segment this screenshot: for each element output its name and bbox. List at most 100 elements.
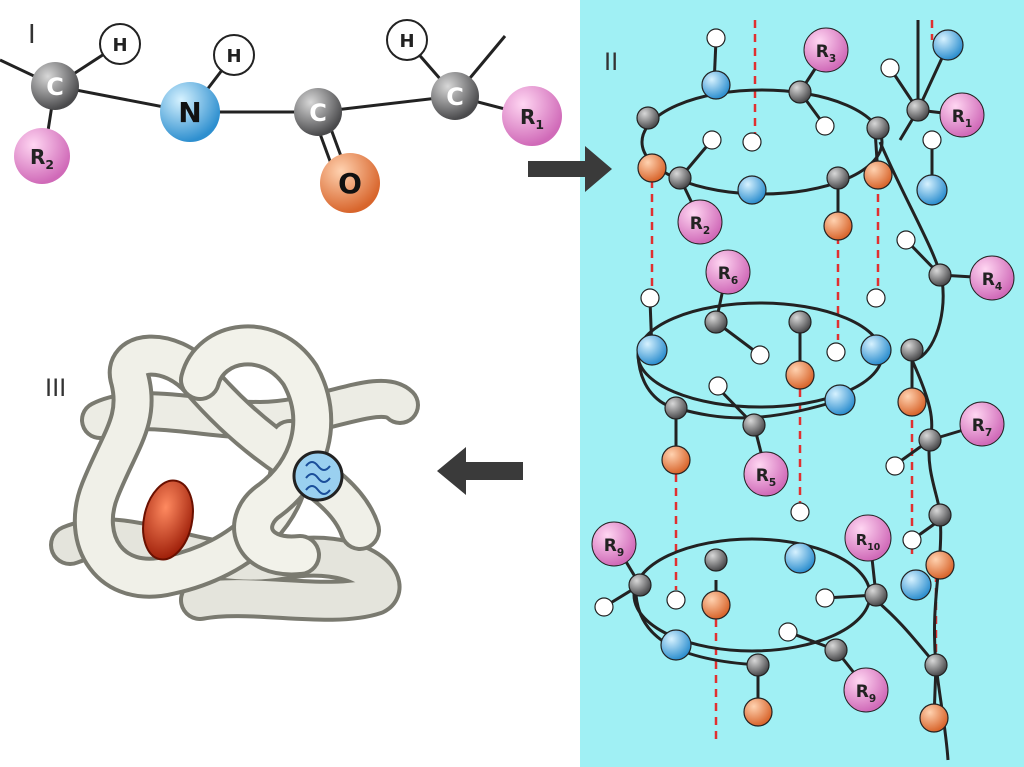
helix-residue-r9-left [591, 521, 637, 567]
primary-hydrogen-atom-2 [213, 34, 255, 76]
primary-hydrogen-label-2: H [226, 46, 241, 67]
helix-oxygen-atom [919, 703, 949, 733]
helix-nitrogen-atom [824, 384, 856, 416]
helix-residue-r10 [844, 514, 892, 562]
helix-residue-r5 [743, 451, 789, 497]
helix-segment-magnifier-icon [292, 450, 344, 502]
primary-hydrogen-label-1: H [112, 35, 127, 56]
helix-carbon-atom [906, 98, 930, 122]
helix-hydrogen-atom [815, 116, 835, 136]
helix-segment-detail-icon [305, 461, 331, 495]
primary-carbon-atom-2 [294, 88, 342, 136]
helix-residue-r1 [939, 92, 985, 138]
helix-carbon-atom [826, 166, 850, 190]
helix-hydrogen-atom [742, 132, 762, 152]
helix-carbon-atom [924, 653, 948, 677]
helix-carbon-atom [636, 106, 660, 130]
primary-nitrogen-atom [160, 82, 220, 142]
helix-nitrogen-atom [900, 569, 932, 601]
tertiary-tube [49, 324, 420, 622]
helix-nitrogen-atom [701, 70, 731, 100]
helix-oxygen-atom [785, 360, 815, 390]
primary-hydrogen-atom-3 [386, 19, 428, 61]
helix-hydrogen-atom [922, 130, 942, 150]
helix-hydrogen-atom [866, 288, 886, 308]
helix-oxygen-atom [925, 550, 955, 580]
primary-hydrogen-label-3: H [399, 31, 414, 52]
helix-nitrogen-atom [784, 542, 816, 574]
helix-carbon-atom [928, 263, 952, 287]
helix-hydrogen-atom [706, 28, 726, 48]
helix-nitrogen-atom [860, 334, 892, 366]
primary-atoms: C H R2 N H C O C H R1 [14, 19, 562, 213]
helix-nitrogen-atom [932, 29, 964, 61]
helix-oxygen-atom [661, 445, 691, 475]
helix-hydrogen-atom [826, 342, 846, 362]
helix-oxygen-atom [637, 153, 667, 183]
helix-oxygen-atom [701, 590, 731, 620]
primary-residue-r1 [502, 86, 562, 146]
primary-nitrogen-label: N [178, 96, 201, 129]
helix-hydrogen-atom [702, 130, 722, 150]
primary-hydrogen-atom-1 [99, 23, 141, 65]
helix-carbon-atom [918, 428, 942, 452]
helix-carbon-atom [864, 583, 888, 607]
helix-residue-r4 [969, 255, 1015, 301]
primary-carbon-label-2: C [309, 99, 327, 127]
helix-hydrogen-atom [815, 588, 835, 608]
helix-hydrogen-atom [594, 597, 614, 617]
helix-hydrogen-atom [708, 376, 728, 396]
panel-label-i: I [28, 20, 36, 50]
helix-carbon-atom [746, 653, 770, 677]
heme-group-icon [142, 479, 194, 561]
arrow-left-icon [437, 447, 523, 495]
helix-residues: R3 R1 R2 R6 R4 R7 R5 R9 R10 R9 [591, 27, 1015, 713]
primary-oxygen-label: O [338, 167, 362, 200]
panel-label-ii: II [604, 48, 618, 76]
helix-carbon-atom [668, 166, 692, 190]
helix-hydrogen-atom [790, 502, 810, 522]
helix-hydrogen-atom [666, 590, 686, 610]
helix-carbon-atom [704, 548, 728, 572]
helix-residue-r6 [705, 249, 751, 295]
primary-carbon-atom-1 [31, 62, 79, 110]
helix-hydrogen-atom [880, 58, 900, 78]
helix-nitrogen-atom [660, 629, 692, 661]
helix-hydrogen-atom [778, 622, 798, 642]
helix-residue-r3 [803, 27, 849, 73]
helix-carbon-atom [628, 573, 652, 597]
helix-nitrogen-atom [737, 175, 767, 205]
helix-nitrogen-atom [636, 334, 668, 366]
helix-hydrogen-atom [750, 345, 770, 365]
primary-oxygen-atom [320, 153, 380, 213]
helix-carbon-atom [824, 638, 848, 662]
helix-residue-r2 [677, 199, 723, 245]
helix-oxygen-atom [863, 160, 893, 190]
primary-carbon-atom-3 [431, 72, 479, 120]
helix-carbon-atom [704, 310, 728, 334]
primary-residue-r2 [14, 128, 70, 184]
helix-residue-r9-bottom [843, 667, 889, 713]
helix-carbon-atom [788, 310, 812, 334]
primary-carbon-label-3: C [446, 83, 464, 111]
helix-carbon-atom [742, 413, 766, 437]
helix-nitrogen-atom [916, 174, 948, 206]
helix-oxygen-atom [897, 387, 927, 417]
helix-residue-r7 [959, 401, 1005, 447]
helix-hydrogen-atom [885, 456, 905, 476]
helix-oxygen-atom [823, 211, 853, 241]
arrow-right-icon [528, 146, 612, 192]
helix-carbon-atom [664, 396, 688, 420]
primary-carbon-label-1: C [46, 73, 64, 101]
helix-atoms [594, 28, 964, 733]
helix-carbon-atom [788, 80, 812, 104]
helix-carbon-atom [866, 116, 890, 140]
helix-hydrogen-atom [640, 288, 660, 308]
helix-carbon-atom [928, 503, 952, 527]
helix-hydrogen-atom [902, 530, 922, 550]
helix-hydrogen-atom [896, 230, 916, 250]
helix-oxygen-atom [743, 697, 773, 727]
helix-carbon-atom [900, 338, 924, 362]
panel-label-iii: III [45, 374, 66, 402]
